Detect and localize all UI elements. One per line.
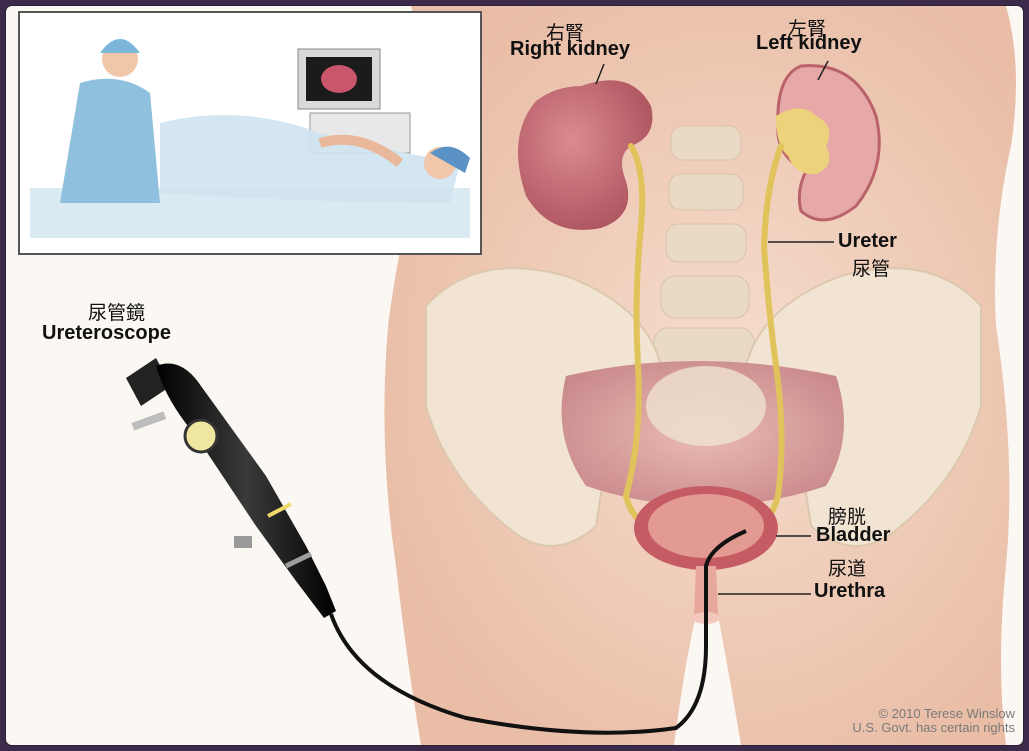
ureteroscope-label-zh: 尿管鏡 (88, 298, 145, 325)
right-kidney-label: Right kidney (510, 38, 630, 61)
illustration-frame: 右腎 Right kidney 左腎 Left kidney Ureter 尿管… (6, 6, 1023, 745)
sacrum (646, 366, 766, 446)
ureter-label-zh: 尿管 (852, 254, 890, 281)
rights-line: U.S. Govt. has certain rights (852, 721, 1015, 735)
urethra-label: Urethra (814, 580, 885, 603)
bladder-label: Bladder (816, 524, 890, 547)
copyright-notice: © 2010 Terese Winslow U.S. Govt. has cer… (852, 707, 1015, 735)
urethra-label-zh: 尿道 (828, 554, 866, 581)
left-kidney-label: Left kidney (756, 32, 862, 55)
ureteroscope-label: Ureteroscope (42, 322, 171, 345)
procedure-inset (18, 11, 482, 255)
ureter-label: Ureter (838, 230, 897, 253)
copyright-line: © 2010 Terese Winslow (852, 707, 1015, 721)
